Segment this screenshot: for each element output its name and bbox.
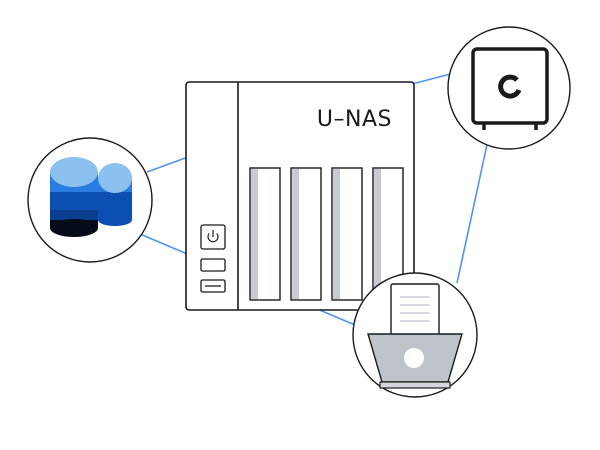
drive-bays <box>249 167 404 301</box>
usb-port-1 <box>200 258 226 272</box>
nas-device: U–NAS <box>185 81 415 311</box>
scanner-node <box>352 272 478 398</box>
nas-brand-label: U–NAS <box>317 107 392 132</box>
printer-scanner-icon <box>367 283 463 389</box>
link-safe-to-scanner <box>456 139 489 284</box>
scanner-base <box>379 381 451 389</box>
drive-bay-2 <box>290 167 322 301</box>
database-node <box>27 137 153 263</box>
nas-front-controls <box>200 224 226 293</box>
power-icon <box>207 233 219 243</box>
database-icon <box>50 157 132 237</box>
safe-dial-icon <box>498 74 522 99</box>
drive-bay-3 <box>331 167 363 301</box>
safe-icon <box>471 47 549 130</box>
safe-node <box>447 26 571 150</box>
scanner-lens <box>404 348 424 368</box>
drive-bay-1 <box>249 167 281 301</box>
link-database-to-nas <box>146 156 189 173</box>
